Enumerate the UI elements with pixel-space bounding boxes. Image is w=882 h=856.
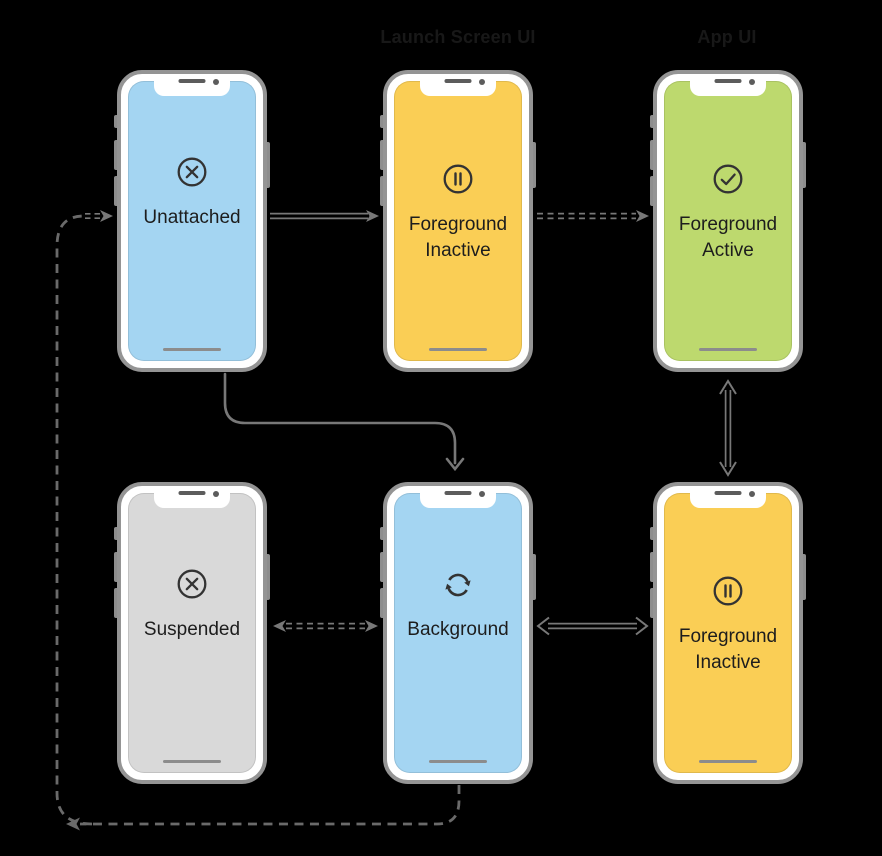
notch	[154, 493, 230, 508]
arrow-foreground-inactive-to-active	[537, 210, 649, 222]
phone-frame: Foreground Inactive	[653, 482, 803, 784]
home-indicator	[429, 348, 487, 351]
speaker	[178, 491, 206, 495]
state-label: Background	[407, 618, 509, 640]
state-label: Foreground Inactive	[408, 214, 508, 261]
camera-dot	[213, 78, 219, 85]
power-button	[801, 554, 806, 600]
sync-icon	[445, 573, 471, 597]
volume-up-button	[380, 552, 385, 582]
app-ui-label: App UI	[697, 27, 757, 47]
volume-down-button	[380, 176, 385, 206]
state-label: Foreground Inactive	[678, 626, 778, 673]
home-indicator	[429, 760, 487, 763]
home-indicator	[699, 760, 757, 763]
phone-screen: Background	[394, 493, 522, 773]
phone-frame: Background	[383, 482, 533, 784]
home-indicator	[163, 348, 221, 351]
mute-switch	[114, 527, 119, 540]
phone-screen: Foreground Inactive	[664, 493, 792, 773]
cross-circle-icon	[177, 569, 207, 599]
power-button	[265, 554, 270, 600]
phone-screen: Foreground Active	[664, 81, 792, 361]
volume-up-button	[650, 140, 655, 170]
camera-dot	[213, 490, 219, 497]
speaker	[444, 79, 472, 83]
speaker	[714, 79, 742, 83]
mute-switch	[114, 115, 119, 128]
phone-foreground-inactive-bottom: Foreground Inactive	[650, 482, 806, 784]
power-button	[265, 142, 270, 188]
phone-foreground-inactive-launch: Foreground Inactive	[380, 70, 536, 372]
phone-foreground-active: Foreground Active	[650, 70, 806, 372]
check-circle-icon	[713, 164, 743, 194]
volume-up-button	[380, 140, 385, 170]
phone-frame: Unattached	[117, 70, 267, 372]
state-label: Unattached	[143, 206, 241, 228]
arrow-foreground-active-inactive-vertical	[719, 379, 737, 477]
mute-switch	[380, 527, 385, 540]
camera-dot	[479, 490, 485, 497]
arrow-background-foreground-inactive	[536, 616, 649, 636]
volume-down-button	[650, 588, 655, 618]
mute-switch	[650, 115, 655, 128]
phone-screen: Unattached	[128, 81, 256, 361]
home-indicator	[699, 348, 757, 351]
notch	[690, 81, 766, 96]
arrow-background-to-unattached-loop	[55, 210, 461, 831]
volume-up-button	[114, 140, 119, 170]
arrow-unattached-to-background	[223, 372, 465, 472]
arrow-suspended-background	[273, 620, 378, 632]
notch	[420, 81, 496, 96]
power-button	[531, 554, 536, 600]
mute-switch	[380, 115, 385, 128]
speaker	[714, 491, 742, 495]
volume-down-button	[114, 588, 119, 618]
phone-unattached: Unattached	[114, 70, 270, 372]
volume-down-button	[650, 176, 655, 206]
phone-screen: Suspended	[128, 493, 256, 773]
speaker	[178, 79, 206, 83]
power-button	[531, 142, 536, 188]
arrow-unattached-to-foreground-inactive	[270, 210, 379, 222]
phone-background: Background	[380, 482, 536, 784]
notch	[420, 493, 496, 508]
launch-screen-ui-label: Launch Screen UI	[380, 27, 536, 47]
phone-frame: Suspended	[117, 482, 267, 784]
phone-screen: Foreground Inactive	[394, 81, 522, 361]
notch	[154, 81, 230, 96]
volume-up-button	[114, 552, 119, 582]
phone-frame: Foreground Active	[653, 70, 803, 372]
camera-dot	[749, 490, 755, 497]
volume-down-button	[114, 176, 119, 206]
speaker	[444, 491, 472, 495]
mute-switch	[650, 527, 655, 540]
pause-circle-icon	[443, 164, 473, 194]
camera-dot	[479, 78, 485, 85]
phone-suspended: Suspended	[114, 482, 270, 784]
notch	[690, 493, 766, 508]
phone-frame: Foreground Inactive	[383, 70, 533, 372]
volume-up-button	[650, 552, 655, 582]
camera-dot	[749, 78, 755, 85]
power-button	[801, 142, 806, 188]
volume-down-button	[380, 588, 385, 618]
state-label: Foreground Active	[678, 214, 778, 261]
home-indicator	[163, 760, 221, 763]
cross-circle-icon	[177, 157, 207, 187]
pause-circle-icon	[713, 576, 743, 606]
state-label: Suspended	[143, 618, 241, 640]
